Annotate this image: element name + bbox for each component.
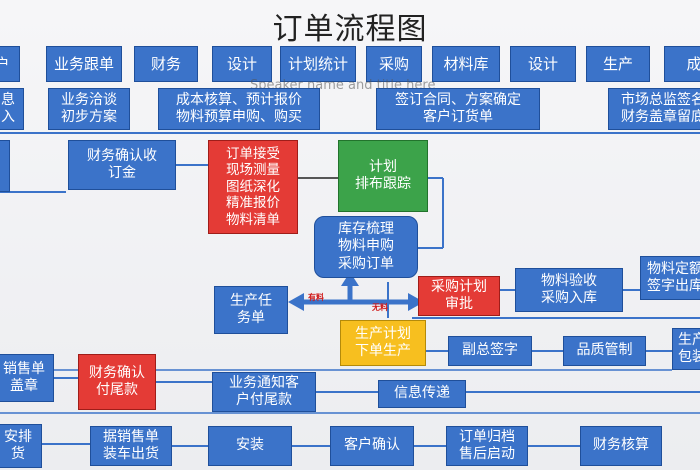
material-out-box: 物料定额 签字出库 (640, 256, 700, 300)
department-header: 财务 (134, 46, 198, 82)
department-header: 设计 (212, 46, 272, 82)
notify-client-box: 业务通知客 户付尾款 (212, 372, 316, 412)
department-header: 材料库 (432, 46, 500, 82)
quality-box: 品质管制 (563, 336, 646, 366)
order-accept-box: 订单接受 现场测量 图纸深化 精准报价 物料清单 (208, 140, 298, 234)
client-confirm-box: 客户确认 (330, 426, 414, 466)
department-header: 生产 (586, 46, 650, 82)
cost-estimate-box: 成本核算、预计报价 物料预算申购、购买 (158, 88, 320, 130)
department-header: 计划统计 (280, 46, 356, 82)
install-box: 安装 (208, 426, 292, 466)
finance-deposit-box: 财务确认收 订金 (68, 140, 176, 190)
department-header: 采购 (366, 46, 422, 82)
negotiation-box: 业务洽谈 初步方案 (48, 88, 130, 130)
left-edge-box (0, 140, 10, 192)
market-director-box: 市场总监签名 财务盖章留底 (608, 88, 700, 130)
shipping-box: 据销售单 装车出货 (90, 426, 172, 466)
has-material-tag: 有料 (308, 293, 324, 302)
contract-box: 签订合同、方案确定 客户订货单 (376, 88, 540, 130)
purchase-plan-box: 采购计划 审批 (418, 276, 500, 316)
production-plan-box: 生产计划 下单生产 (340, 320, 426, 366)
archive-box: 订单归档 售后启动 (446, 426, 528, 466)
finance-final-box: 财务确认 付尾款 (78, 354, 156, 410)
packing-box: 生产 包装 (672, 328, 700, 370)
info-transfer-box: 信息传递 (378, 380, 466, 408)
department-header: 设计 (510, 46, 576, 82)
inventory-box: 库存梳理 物料申购 采购订单 (314, 216, 418, 278)
department-header: 成 (664, 46, 700, 82)
vp-sign-box: 副总签字 (448, 336, 532, 366)
arrange-box: 安排 货 (0, 424, 42, 468)
production-task-box: 生产任 务单 (214, 286, 288, 334)
finance-check-box: 财务核算 (580, 426, 662, 466)
info-entry-box: 息 入 (0, 88, 24, 130)
page-title: 订单流程图 (272, 12, 428, 47)
sales-order-box: 销售单 盖章 (0, 354, 54, 402)
material-check-box: 物料验收 采购入库 (515, 268, 623, 312)
department-header: 业务跟单 (46, 46, 122, 82)
no-material-tag: 无料 (372, 303, 388, 312)
department-header: 户 (0, 46, 20, 82)
plan-schedule-box: 计划 排布跟踪 (338, 140, 428, 212)
